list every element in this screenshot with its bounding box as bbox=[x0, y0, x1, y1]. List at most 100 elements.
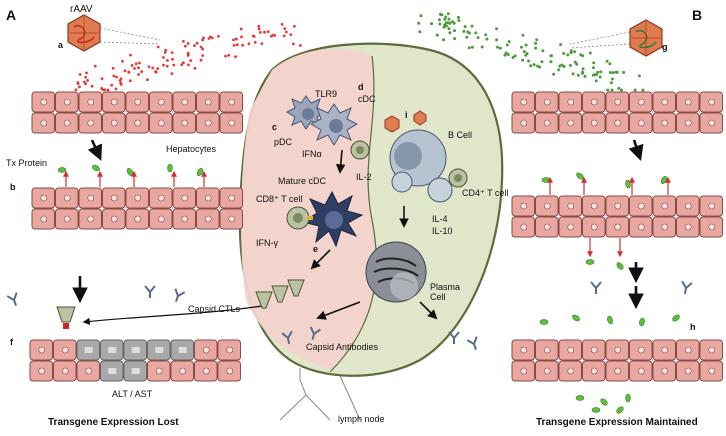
capsid-ctls-label: Capsid CTLs bbox=[188, 304, 241, 314]
hepatocyte-cell bbox=[76, 339, 100, 361]
transgene-protein bbox=[591, 407, 601, 413]
hepatocyte-cell bbox=[172, 208, 196, 230]
ifn-gamma-label: IFN-γ bbox=[256, 238, 278, 248]
step-f-label: f bbox=[10, 337, 14, 347]
hepatocyte-cell bbox=[558, 360, 582, 382]
arrow-icon bbox=[419, 301, 438, 320]
transgene-protein bbox=[167, 163, 173, 173]
transgene-protein bbox=[607, 315, 613, 325]
hepatocyte-cell bbox=[55, 187, 79, 209]
hepatocyte-cell bbox=[535, 360, 559, 382]
step-c-label: c bbox=[272, 122, 277, 132]
hepatocyte-cell bbox=[699, 91, 723, 113]
hepatocyte-cell bbox=[511, 112, 535, 134]
hepatocyte-cell bbox=[125, 91, 149, 113]
hepatocyte-cell bbox=[676, 339, 700, 361]
hepatocyte-cell bbox=[102, 187, 126, 209]
cd8-t-cell-label: CD8⁺ T cell bbox=[256, 194, 302, 204]
hepatocyte-cell bbox=[629, 112, 653, 134]
cdc-label: cDC bbox=[358, 94, 376, 104]
hepatocyte-cell bbox=[676, 360, 700, 382]
rAAV-label: rAAV bbox=[70, 4, 93, 15]
hepatocyte-cell bbox=[582, 91, 606, 113]
ifn-alpha-label: IFNα bbox=[302, 149, 322, 159]
panel-letter-a: A bbox=[6, 7, 16, 23]
hepatocyte-cell bbox=[102, 112, 126, 134]
hepatocyte-cell bbox=[102, 91, 126, 113]
antibody-icon bbox=[281, 330, 293, 345]
hepatocyte-cell bbox=[582, 195, 606, 217]
hepatocyte-cell bbox=[511, 360, 535, 382]
hepatocyte-cell bbox=[29, 339, 53, 361]
lymph-node-label: lymph node bbox=[338, 414, 385, 424]
mature-cdc-label: Mature cDC bbox=[278, 176, 327, 186]
hepatocyte-cell bbox=[605, 360, 629, 382]
dendritic-cell-icon bbox=[301, 190, 364, 248]
hepatocyte-cell bbox=[147, 339, 171, 361]
hepatocyte-cell bbox=[170, 339, 194, 361]
hepatocyte-cell bbox=[78, 91, 102, 113]
plasma-cell-icon bbox=[365, 241, 427, 303]
hepatocyte-cell bbox=[219, 208, 243, 230]
hepatocytes-label: Hepatocytes bbox=[166, 144, 217, 154]
hepatocyte-cell bbox=[100, 339, 124, 361]
hepatocyte-cell bbox=[149, 91, 173, 113]
step-g-label: g bbox=[662, 42, 668, 52]
hepatocyte-cell bbox=[149, 208, 173, 230]
hepatocyte-cell bbox=[652, 195, 676, 217]
hepatocyte-cell bbox=[194, 339, 218, 361]
step-i-label: i bbox=[405, 110, 408, 120]
transgene-protein bbox=[600, 398, 608, 406]
hepatocyte-cell bbox=[535, 195, 559, 217]
hepatocyte-cell bbox=[196, 91, 220, 113]
antibody-icon bbox=[681, 280, 693, 295]
hepatocyte-cell bbox=[558, 216, 582, 238]
hepatocyte-cell bbox=[219, 91, 243, 113]
hepatocyte-cell bbox=[535, 216, 559, 238]
hepatocyte-cell bbox=[629, 339, 653, 361]
tlr9-label: TLR9 bbox=[315, 89, 337, 99]
step-h-label: h bbox=[690, 322, 696, 332]
hepatocyte-cell bbox=[53, 360, 77, 382]
cd4-t-cell-label: CD4⁺ T cell bbox=[462, 188, 508, 198]
transgene-protein bbox=[575, 395, 585, 401]
arrow-icon bbox=[628, 139, 644, 161]
hepatocyte-cell bbox=[582, 216, 606, 238]
hepatocyte-cell bbox=[147, 360, 171, 382]
rAAV-capsid-icon bbox=[67, 14, 101, 52]
hepatocyte-cell bbox=[558, 339, 582, 361]
hepatocyte-cell bbox=[605, 216, 629, 238]
right-hepatocyte-layer bbox=[511, 91, 723, 382]
arrow-icon bbox=[87, 139, 103, 161]
hepatocyte-cell bbox=[676, 91, 700, 113]
step-e-label: e bbox=[313, 244, 318, 254]
hepatocyte-cell bbox=[511, 216, 535, 238]
transgene-protein bbox=[616, 262, 624, 270]
hepatocyte-cell bbox=[652, 360, 676, 382]
hepatocyte-cell bbox=[123, 339, 147, 361]
transgene-protein bbox=[576, 172, 584, 180]
transgene-protein bbox=[541, 177, 551, 183]
t-cell-icon bbox=[448, 168, 468, 188]
hepatocyte-cell bbox=[170, 360, 194, 382]
hepatocyte-cell bbox=[31, 91, 55, 113]
hepatocyte-cell bbox=[196, 187, 220, 209]
dendritic-cell-icon bbox=[309, 103, 359, 146]
transgene-protein bbox=[572, 314, 580, 322]
transgene-protein bbox=[585, 259, 595, 265]
antibody-icon bbox=[144, 285, 156, 298]
t-cell-icon bbox=[350, 140, 370, 160]
hepatocyte-cell bbox=[78, 208, 102, 230]
hepatocyte-cell bbox=[31, 187, 55, 209]
hepatocyte-cell bbox=[676, 112, 700, 134]
hepatocyte-cell bbox=[535, 112, 559, 134]
hepatocyte-cell bbox=[219, 187, 243, 209]
transgene-protein bbox=[126, 168, 134, 176]
hepatocyte-cell bbox=[149, 112, 173, 134]
antibody-icon bbox=[174, 288, 186, 302]
hepatocyte-cell bbox=[217, 360, 241, 382]
step-a-label: a bbox=[58, 40, 64, 50]
arrow-icon bbox=[310, 249, 331, 270]
